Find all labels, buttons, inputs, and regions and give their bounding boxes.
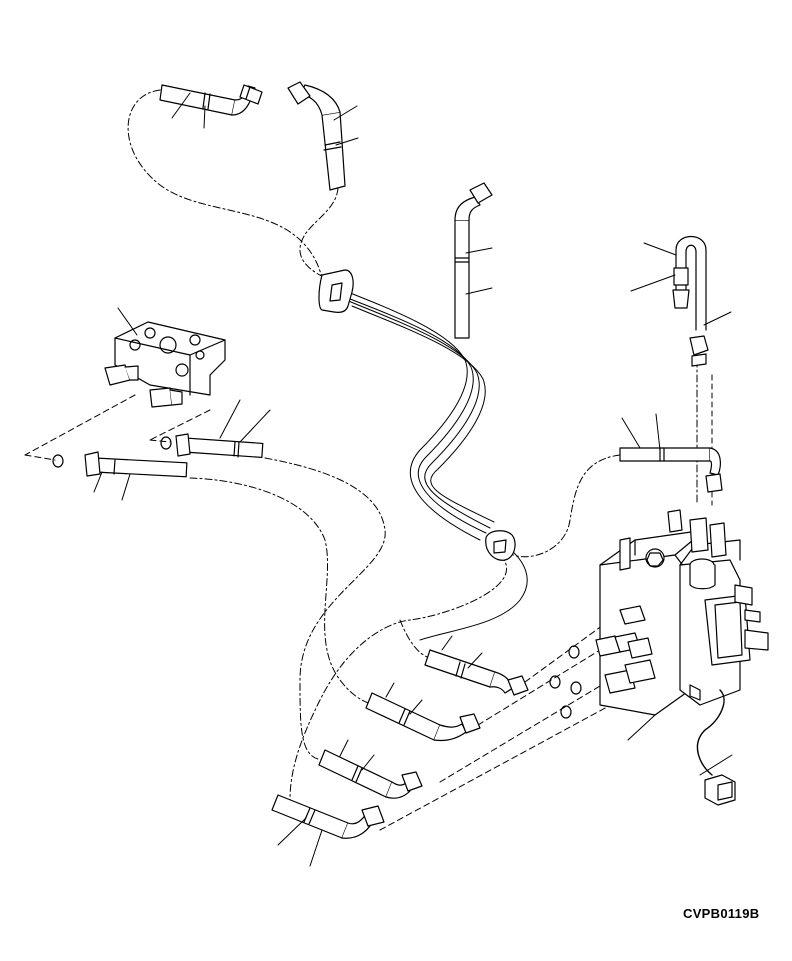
electrical-harness [696,689,736,806]
hose-lower-4 [271,794,385,839]
hose-lower-1 [424,649,529,696]
manifold-block [104,321,226,408]
hose-clamp-upper [318,269,354,313]
hose-clamp-lower [485,530,516,561]
o-rings-valve [549,645,582,719]
hose-top-middle [287,81,346,191]
hose-u-shaped [672,236,709,367]
hose-center-vertical [454,182,493,339]
drawing-code: CVPB0119B [683,906,760,921]
hose-lower-3 [318,749,423,799]
control-valve [595,509,769,716]
hose-left-short [175,433,264,459]
leader-lines [93,92,733,867]
o-ring-left-2 [160,436,172,450]
hose-bundle [329,284,528,641]
hose-right-horizontal [619,447,723,493]
o-ring-left-1 [52,454,64,468]
hose-lower-2 [365,692,481,742]
hose-top-left [159,84,263,116]
hose-left-long [84,451,188,478]
